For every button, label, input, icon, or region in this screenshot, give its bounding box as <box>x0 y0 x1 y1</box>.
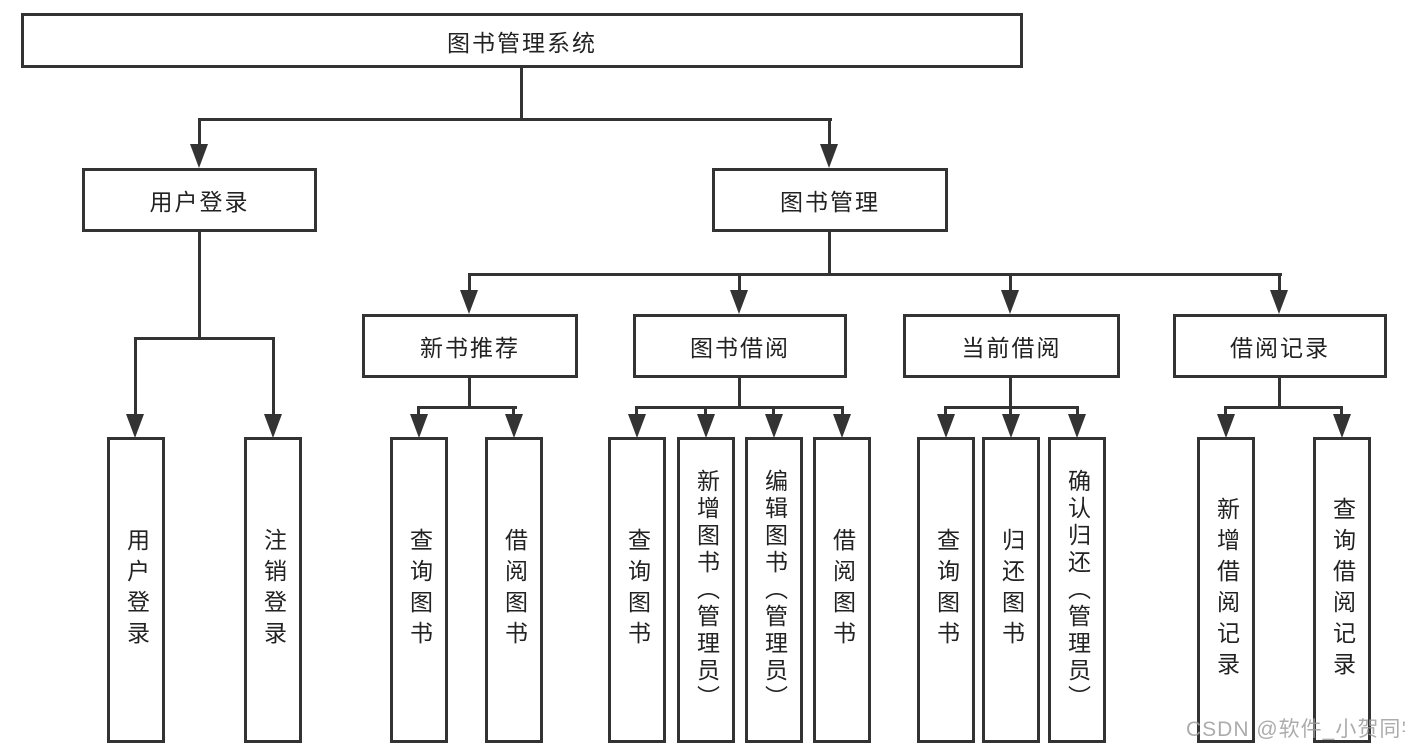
node-user-login: 用户登录 <box>82 168 317 232</box>
leaf-borrow-books-recommend: 借阅图书 <box>485 437 543 743</box>
leaf-return-books: 归还图书 <box>982 437 1040 743</box>
arrow-head <box>410 414 428 438</box>
edge-line <box>468 273 471 295</box>
edge-line <box>520 68 523 121</box>
leaf-add-borrow-record: 新增借阅记录 <box>1197 437 1255 743</box>
edge-line <box>1009 378 1012 409</box>
arrow-head <box>190 144 208 168</box>
leaf-query-books-borrow: 查询图书 <box>608 437 666 743</box>
leaf-add-books-admin: 新增图书（管理员） <box>677 437 735 743</box>
leaf-edit-books-admin: 编辑图书（管理员） <box>745 437 803 743</box>
edge-line <box>198 232 201 340</box>
edge-line <box>417 406 420 418</box>
arrow-head <box>1333 414 1351 438</box>
arrow-head <box>264 414 282 438</box>
arrow-head <box>697 414 715 438</box>
arrow-head <box>937 414 955 438</box>
edge-line <box>468 378 471 409</box>
edge-line <box>1278 273 1281 295</box>
leaf-logout-login: 注销登录 <box>244 437 302 743</box>
edge-line <box>1076 406 1079 418</box>
edge-line <box>944 406 947 418</box>
edge-line <box>512 406 515 418</box>
leaf-borrow-books-borrow: 借阅图书 <box>813 437 871 743</box>
edge-line <box>198 118 832 121</box>
watermark-csdn: CSDN @软件_小贺同学 <box>1186 718 1405 741</box>
arrow-head <box>833 414 851 438</box>
node-borrowing-records: 借阅记录 <box>1173 314 1387 378</box>
arrow-head <box>1001 290 1019 314</box>
arrow-head <box>628 414 646 438</box>
node-book-management: 图书管理 <box>712 168 948 232</box>
edge-line <box>828 232 831 276</box>
edge-line <box>417 406 517 409</box>
node-new-book-recommendation: 新书推荐 <box>362 314 578 378</box>
arrow-head <box>460 290 478 314</box>
edge-line <box>635 406 638 418</box>
edge-line <box>1278 378 1281 409</box>
arrow-head <box>765 414 783 438</box>
arrow-head <box>1068 414 1086 438</box>
arrow-head <box>1217 414 1235 438</box>
edge-line <box>828 118 831 148</box>
node-current-borrowing: 当前借阅 <box>903 314 1120 378</box>
arrow-head <box>1270 290 1288 314</box>
leaf-query-books-current: 查询图书 <box>917 437 975 743</box>
leaf-user-login: 用户登录 <box>107 437 165 743</box>
arrow-head <box>820 144 838 168</box>
edge-line <box>1224 406 1227 418</box>
edge-line <box>841 406 844 418</box>
edge-line <box>1224 406 1343 409</box>
edge-line <box>635 406 844 409</box>
edge-line <box>704 406 707 418</box>
arrow-head <box>126 414 144 438</box>
edge-line <box>738 378 741 409</box>
edge-line <box>1340 406 1343 418</box>
arrow-head <box>730 290 748 314</box>
edge-line <box>1009 406 1012 418</box>
node-book-borrowing: 图书借阅 <box>633 314 847 378</box>
edge-line <box>272 337 275 419</box>
edge-line <box>198 118 201 148</box>
node-library-management-system: 图书管理系统 <box>21 13 1023 68</box>
edge-line <box>134 337 137 419</box>
leaf-query-borrow-record: 查询借阅记录 <box>1313 437 1371 743</box>
edge-line <box>772 406 775 418</box>
edge-line <box>1009 273 1012 295</box>
leaf-query-books-recommend: 查询图书 <box>390 437 448 743</box>
arrow-head <box>1002 414 1020 438</box>
edge-line <box>468 273 1282 276</box>
edge-line <box>134 337 275 340</box>
arrow-head <box>505 414 523 438</box>
edge-line <box>738 273 741 295</box>
leaf-confirm-return-admin: 确认归还（管理员） <box>1048 437 1106 743</box>
